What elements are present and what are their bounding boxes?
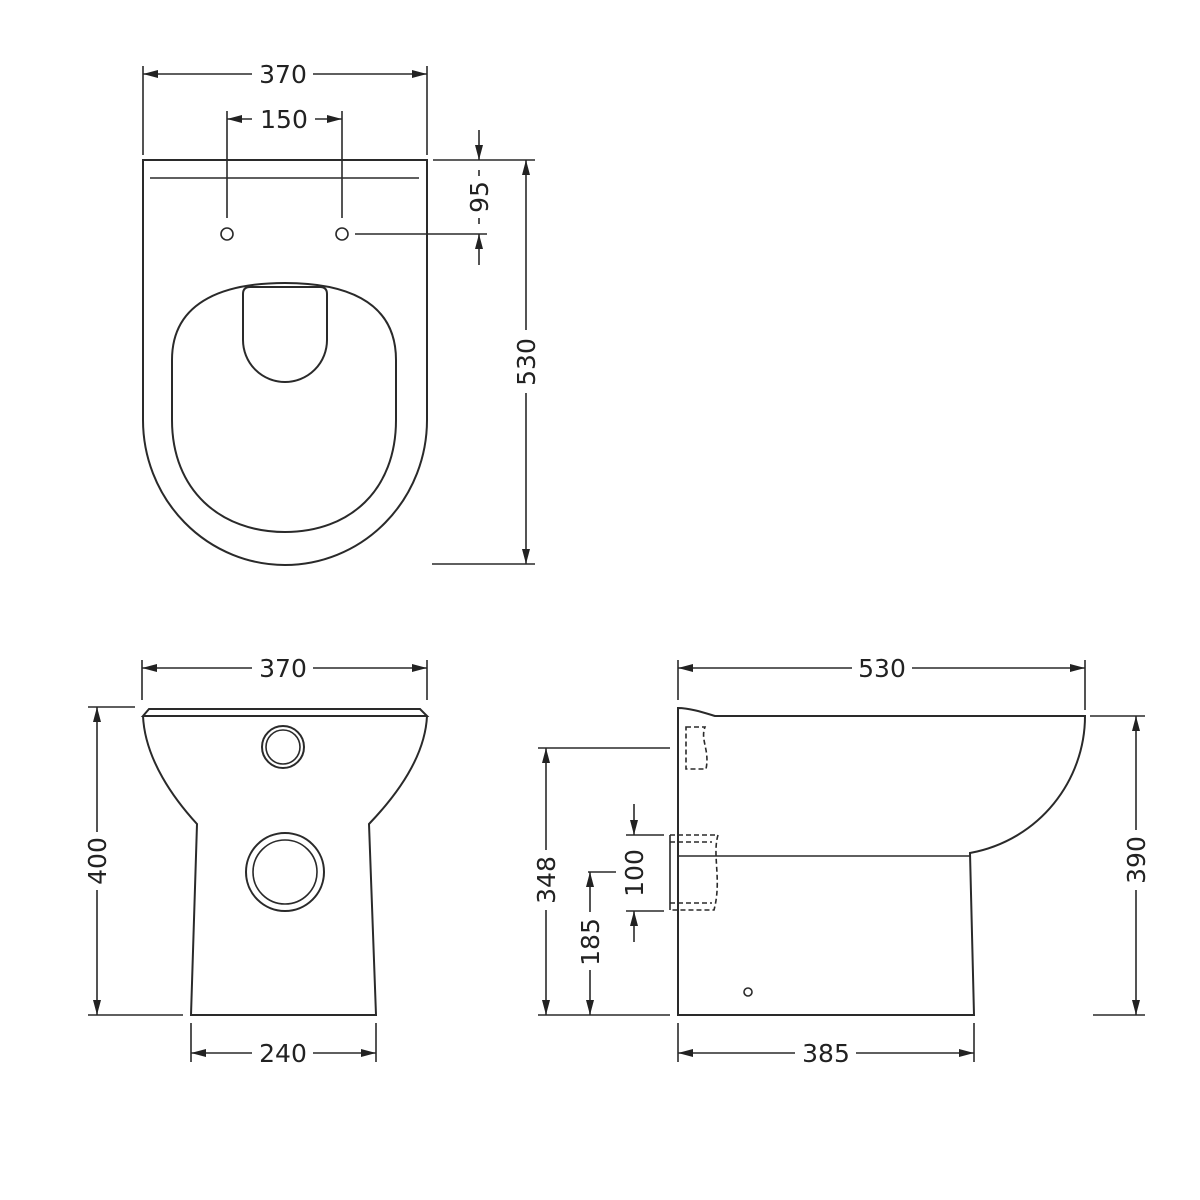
top-view: 370 150 95 530 xyxy=(142,60,541,566)
front-outlet-outer xyxy=(245,832,325,912)
seat-outline xyxy=(171,281,397,534)
top-width-label: 370 xyxy=(259,60,307,89)
side-height-label: 390 xyxy=(1122,836,1151,884)
side-body-outline xyxy=(677,706,1087,1016)
seat-hinge-cover xyxy=(242,286,328,383)
front-outlet-inner xyxy=(252,839,318,905)
front-inlet-outer xyxy=(261,725,305,769)
top-view-outline xyxy=(142,159,428,566)
base-depth-label: 385 xyxy=(802,1039,850,1068)
front-body-outline xyxy=(142,715,428,1016)
front-view: 370 400 240 xyxy=(83,654,430,1068)
fixing-hole-left xyxy=(220,227,234,241)
front-width-label: 370 xyxy=(259,654,307,683)
side-depth-label: 530 xyxy=(858,654,906,683)
outlet-centre-height-label: 185 xyxy=(576,918,605,966)
fixing-centres-label: 150 xyxy=(260,105,308,134)
front-seat-rim xyxy=(140,708,430,717)
side-view: 530 390 348 185 100 xyxy=(532,654,1151,1068)
front-height-label: 400 xyxy=(83,837,112,885)
top-depth-label: 530 xyxy=(512,338,541,386)
front-inlet-inner xyxy=(265,729,301,765)
inlet-height-label: 348 xyxy=(532,856,561,904)
outlet-size-label: 100 xyxy=(620,849,649,897)
side-outlet-hidden xyxy=(670,834,720,911)
fixing-from-back-label: 95 xyxy=(465,181,494,213)
side-inlet-hidden xyxy=(685,726,708,770)
front-base-width-label: 240 xyxy=(259,1039,307,1068)
fixing-hole-right xyxy=(335,227,349,241)
side-fixing-hole xyxy=(743,987,753,997)
